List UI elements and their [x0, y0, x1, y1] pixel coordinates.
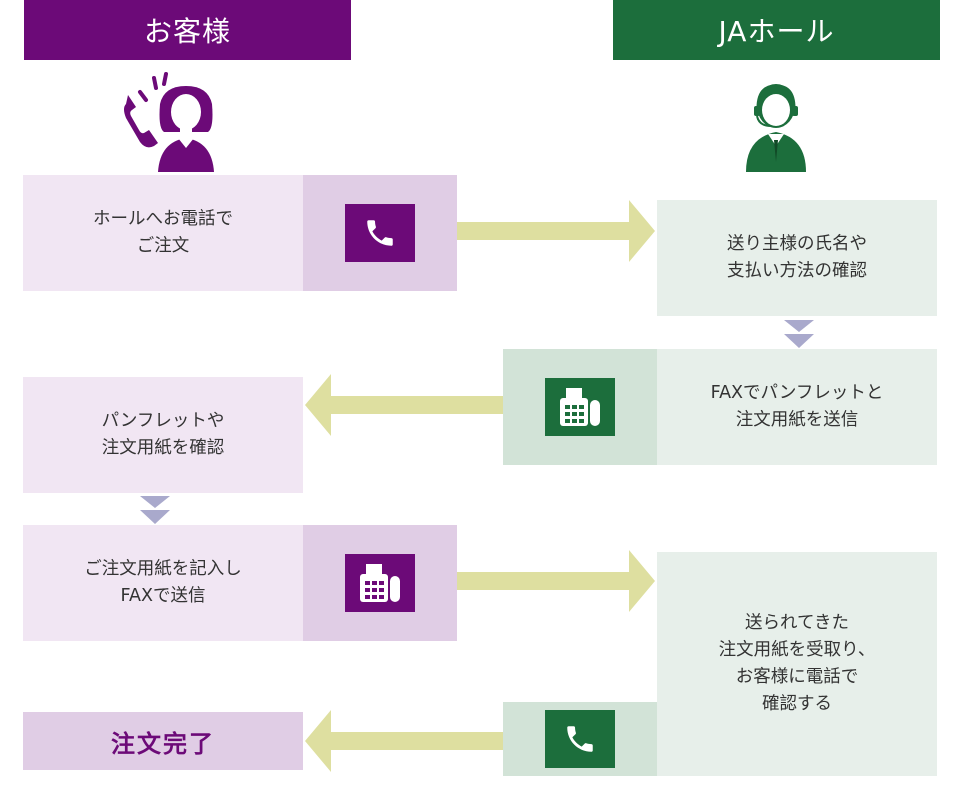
customer-header-label: お客様 — [143, 15, 231, 48]
step-6-icon-panel — [503, 702, 657, 776]
step-5-fill-and-fax: ご注文用紙を記入し FAXで送信 — [23, 525, 303, 641]
step-3-icon-panel — [503, 349, 657, 465]
woman-on-phone-icon — [118, 68, 222, 172]
step-2-text: 送り主様の氏名や 支払い方法の確認 — [727, 234, 867, 281]
fax-icon — [345, 554, 415, 612]
phone-icon — [345, 204, 415, 262]
step-4-review-documents: パンフレットや 注文用紙を確認 — [23, 377, 303, 493]
step-5-text: ご注文用紙を記入し FAXで送信 — [84, 559, 242, 606]
step-1-icon-panel — [303, 175, 457, 291]
arrow-right-1 — [457, 200, 655, 262]
arrow-left-1 — [305, 374, 503, 436]
step-4-text: パンフレットや 注文用紙を確認 — [101, 411, 225, 458]
arrow-left-2 — [305, 710, 503, 772]
hall-header-label: JAホール — [718, 15, 835, 48]
staff-with-headset-icon — [744, 80, 808, 172]
phone-icon — [545, 710, 615, 768]
step-7-text: 注文完了 — [111, 729, 215, 758]
step-5-icon-panel — [303, 525, 457, 641]
step-1-text: ホールへお電話で ご注文 — [93, 209, 233, 256]
step-7-order-complete: 注文完了 — [23, 712, 303, 770]
step-3-send-fax: FAXでパンフレットと 注文用紙を送信 — [657, 349, 937, 465]
step-1-order-by-phone: ホールへお電話で ご注文 — [23, 175, 303, 291]
step-3-text: FAXでパンフレットと 注文用紙を送信 — [710, 383, 884, 430]
customer-header: お客様 — [24, 0, 351, 60]
step-2-confirm-details: 送り主様の氏名や 支払い方法の確認 — [657, 200, 937, 316]
step-6-text: 送られてきた 注文用紙を受取り、 お客様に電話で 確認する — [718, 613, 876, 714]
down-arrow-hall — [784, 320, 814, 348]
hall-header: JAホール — [613, 0, 940, 60]
arrow-right-2 — [457, 550, 655, 612]
fax-icon — [545, 378, 615, 436]
step-6-receive-and-call: 送られてきた 注文用紙を受取り、 お客様に電話で 確認する — [657, 552, 937, 776]
down-arrow-customer — [140, 496, 170, 524]
